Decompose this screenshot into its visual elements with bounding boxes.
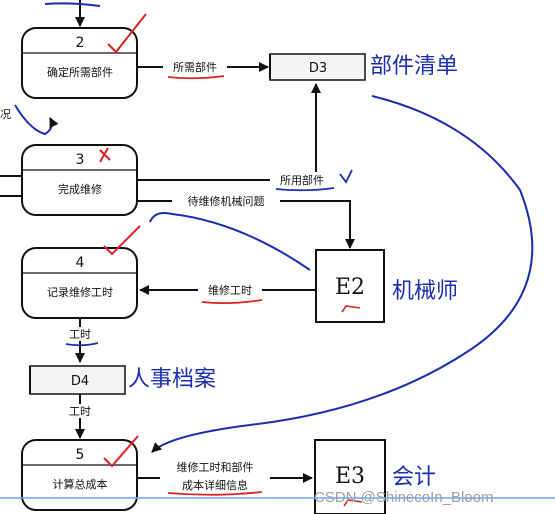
entity-e3-annotation: 会计 [392, 465, 436, 490]
blue-curve-problem [149, 212, 311, 271]
data-store-d4[interactable]: D4 [29, 365, 126, 395]
red-mark-e2 [341, 305, 361, 313]
process-4-number: 4 [76, 255, 85, 271]
blue-annotation-curve [151, 95, 534, 453]
process-3-number: 3 [76, 152, 85, 168]
entity-e2-id: E2 [335, 275, 365, 300]
process-2-label: 确定所需部件 [47, 65, 113, 79]
entity-e2[interactable]: E2 [315, 249, 385, 323]
red-underline-hours [201, 299, 263, 305]
process-5-label: 计算总成本 [53, 477, 108, 491]
clipped-label: 况 [0, 108, 11, 121]
process-5-number: 5 [76, 447, 85, 463]
blue-pointer-stroke [14, 104, 59, 136]
store-d3-annotation: 部件清单 [370, 54, 458, 79]
red-mark-e3 [343, 499, 363, 507]
process-4[interactable]: 4 记录维修工时 [21, 247, 138, 319]
process-2-number: 2 [76, 35, 85, 51]
process-5[interactable]: 5 计算总成本 [21, 439, 138, 511]
flow-cost-label-1: 维修工时和部件 [177, 460, 254, 474]
entity-e3-id: E3 [335, 464, 365, 489]
blue-underline-hours [65, 342, 99, 347]
flow-used-parts [137, 83, 321, 181]
process-2[interactable]: 2 确定所需部件 [21, 27, 138, 99]
red-underline [167, 75, 225, 80]
process-4-label: 记录维修工时 [47, 285, 113, 299]
process-3-label: 完成维修 [58, 182, 102, 196]
red-underline-cost [167, 491, 263, 496]
flow-hours-down-label: 工时 [69, 328, 91, 341]
flow-cost-label-2: 成本详细信息 [182, 478, 248, 492]
entity-e2-annotation: 机械师 [392, 279, 458, 304]
red-check-mark-4 [103, 225, 141, 256]
blue-tick-mark [339, 169, 353, 184]
store-d4-id: D4 [71, 374, 89, 389]
flow-problem-label: 待维修机械问题 [188, 194, 265, 208]
flow-needed-parts-label: 所需部件 [173, 60, 217, 74]
flow-hours-up-label: 工时 [69, 405, 91, 418]
flow-used-parts-label: 所用部件 [280, 173, 324, 187]
data-store-d3[interactable]: D3 [269, 53, 366, 81]
store-d3-id: D3 [309, 61, 327, 76]
red-check-mark [107, 13, 147, 54]
blue-underline-top [44, 2, 101, 7]
blue-underline-used [275, 187, 335, 192]
entity-e3[interactable]: E3 [314, 439, 386, 514]
watermark: CSDN @ShinecoIn_Bloom [314, 489, 493, 506]
red-cross-mark [99, 147, 111, 163]
red-check-mark-5 [103, 435, 139, 468]
store-d4-annotation: 人事档案 [128, 367, 216, 392]
process-3[interactable]: 3 完成维修 [21, 144, 138, 216]
flow-work-hours-label: 维修工时 [208, 283, 252, 297]
